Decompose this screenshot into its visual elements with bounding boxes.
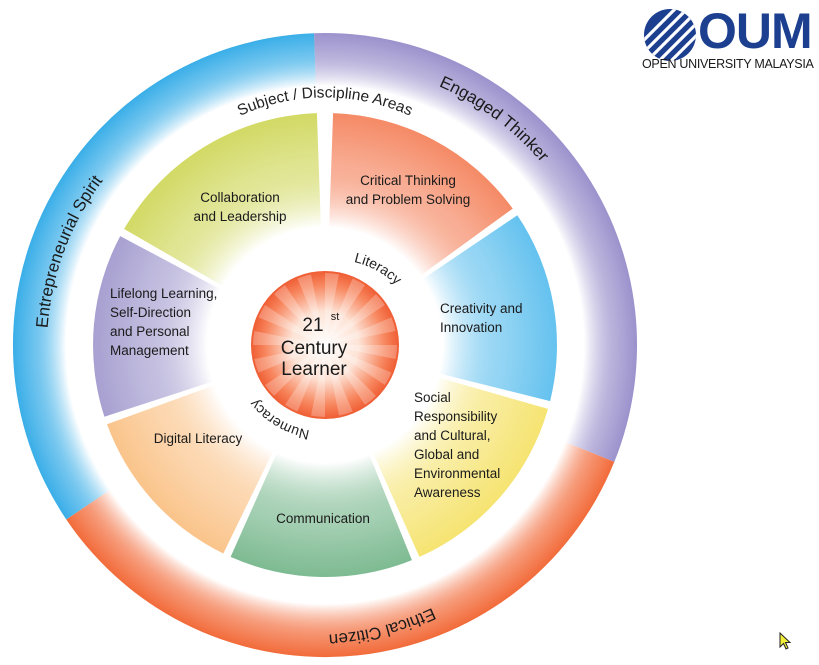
center-ray <box>265 351 317 396</box>
center-21: 21 <box>302 315 323 336</box>
center-ray <box>325 273 339 334</box>
center-ray <box>335 349 392 385</box>
center-learner: Learner <box>281 359 347 380</box>
center-ray <box>329 278 365 335</box>
center-ray <box>336 345 397 359</box>
segment-label: Communication <box>276 511 370 526</box>
center-ray <box>254 347 314 373</box>
center-disc <box>251 271 399 419</box>
skill-segment <box>93 236 239 417</box>
center-label: 21 st Century Learner <box>281 311 348 380</box>
oum-globe-icon <box>644 9 696 61</box>
brand-subtitle: OPEN UNIVERSITY MALAYSIA <box>642 57 814 71</box>
center-superscript: st <box>331 311 340 323</box>
center-ray <box>331 353 376 405</box>
skill-segment <box>406 215 557 402</box>
skill-segment <box>124 113 322 296</box>
center-ray <box>274 285 319 337</box>
mouse-cursor-icon <box>779 632 792 650</box>
center-ray <box>336 317 396 343</box>
brand-name: OUM <box>698 3 813 59</box>
center-ray <box>297 274 323 334</box>
skill-segment <box>328 113 513 288</box>
skills-segments <box>93 113 557 577</box>
center-ray <box>258 305 315 341</box>
skill-segment <box>107 378 282 554</box>
outer-ring-segment <box>314 33 638 462</box>
segment-label: Digital Literacy <box>154 431 243 446</box>
center-rays <box>253 273 397 417</box>
skill-segment <box>364 372 548 557</box>
center-ray <box>253 331 314 345</box>
oum-logo: OUM OPEN UNIVERSITY MALAYSIA <box>640 3 814 76</box>
outer-ring-segment <box>12 33 316 520</box>
center-ray <box>333 294 385 339</box>
center-ray <box>327 356 353 416</box>
skill-segment <box>230 434 412 577</box>
outer-ring-segment <box>66 441 615 658</box>
center-century: Century <box>281 338 348 359</box>
center-ray <box>285 355 321 412</box>
outer-ring <box>12 33 638 658</box>
center-ray <box>311 356 325 417</box>
